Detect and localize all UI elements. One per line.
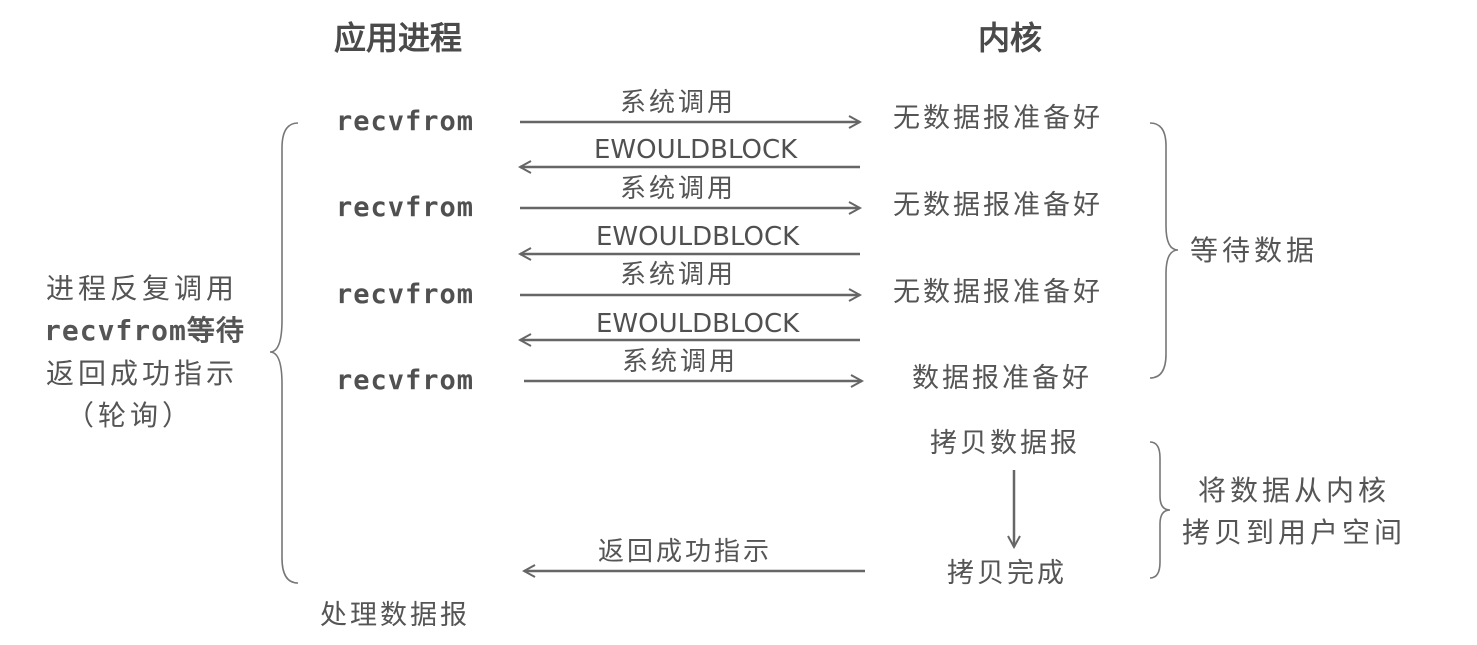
recvfrom-call-1: recvfrom bbox=[336, 106, 475, 137]
ewouldblock-label-1: EWOULDBLOCK bbox=[594, 135, 798, 165]
kernel-status-4: 数据报准备好 bbox=[912, 363, 1092, 394]
copy-kernel-line-2: 拷贝到用户空间 bbox=[1182, 516, 1407, 549]
process-datagram-label: 处理数据报 bbox=[320, 600, 470, 631]
recvfrom-call-2: recvfrom bbox=[336, 192, 475, 223]
recvfrom-call-3: recvfrom bbox=[336, 279, 475, 310]
header-app-process: 应用进程 bbox=[334, 19, 463, 57]
right-brace-wait bbox=[1149, 122, 1179, 379]
success-return-label: 返回成功指示 bbox=[598, 537, 773, 567]
header-kernel: 内核 bbox=[978, 19, 1043, 57]
polling-text-line-1: 进程反复调用 bbox=[46, 272, 239, 305]
polling-text-line-3: 返回成功指示 bbox=[46, 357, 239, 390]
left-brace bbox=[269, 122, 299, 584]
wait-data-label: 等待数据 bbox=[1190, 234, 1319, 267]
kernel-status-1: 无数据报准备好 bbox=[893, 103, 1103, 134]
copy-kernel-line-1: 将数据从内核 bbox=[1198, 474, 1391, 507]
syscall-label-2: 系统调用 bbox=[620, 174, 737, 204]
syscall-label-4: 系统调用 bbox=[622, 347, 739, 377]
polling-text-line-4: （轮询） bbox=[66, 399, 195, 432]
kernel-status-3: 无数据报准备好 bbox=[893, 277, 1103, 308]
recvfrom-call-4: recvfrom bbox=[336, 365, 475, 396]
copy-datagram-label: 拷贝数据报 bbox=[930, 428, 1080, 459]
syscall-label-3: 系统调用 bbox=[620, 260, 737, 290]
copy-done-label: 拷贝完成 bbox=[947, 558, 1067, 589]
polling-text-line-2: recvfrom等待 bbox=[44, 314, 245, 347]
right-brace-copy bbox=[1149, 441, 1171, 579]
kernel-status-2: 无数据报准备好 bbox=[893, 190, 1103, 221]
ewouldblock-label-2: EWOULDBLOCK bbox=[596, 222, 800, 252]
ewouldblock-label-3: EWOULDBLOCK bbox=[596, 309, 800, 339]
syscall-label-1: 系统调用 bbox=[620, 88, 737, 118]
